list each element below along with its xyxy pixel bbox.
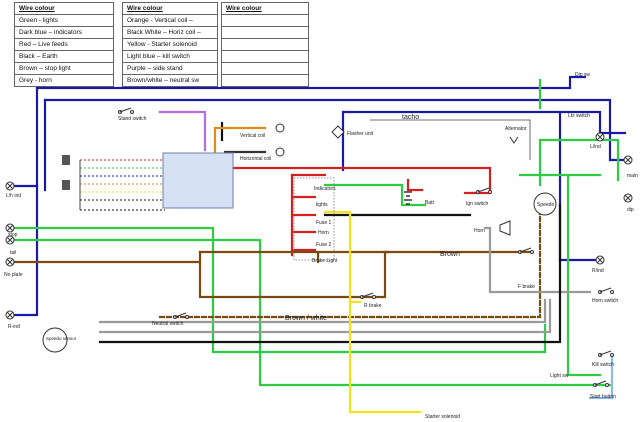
label-stop: stop — [8, 232, 18, 238]
label-horizontal-coil: Horizontal coil — [240, 156, 271, 162]
label-f-brake: F brake — [518, 284, 535, 290]
switch-icon — [476, 187, 492, 194]
label-speedo-sensor: Speedo sensor — [46, 336, 77, 341]
table-cell: Grey - horn — [14, 74, 114, 87]
label-horn-fuse: Horn — [318, 230, 329, 236]
label-dip-sw: Dip sw — [575, 72, 590, 78]
wire-orange — [213, 126, 267, 157]
label-tail: tail — [10, 250, 16, 256]
label-lights: lights — [316, 202, 328, 208]
switch-icon — [598, 287, 614, 294]
label-fuse1: Fuse 1 — [316, 220, 332, 226]
table-cell: Brown/white – neutral sw — [122, 74, 218, 87]
horn-icon — [499, 220, 511, 236]
bulb-icon — [623, 155, 633, 165]
switch-icon — [360, 292, 376, 299]
label-l-ind-right: L/ind — [590, 144, 601, 150]
wire-brown — [12, 250, 532, 299]
wire-red — [231, 166, 492, 257]
speedo-sensor-icon — [42, 327, 68, 353]
wire-dark-blue — [12, 75, 630, 317]
label-start-button: Start button — [590, 394, 616, 400]
wire-light-blue — [588, 353, 614, 400]
label-batt: Batt — [425, 200, 435, 206]
wire-colour-table-3: Wire colour — [221, 2, 309, 87]
bulb-icon — [275, 123, 285, 133]
label-flasher-unit: Flasher unit — [347, 131, 374, 137]
switch-icon — [173, 312, 189, 319]
label-kill-switch: Kill switch — [592, 362, 614, 368]
wire-purple — [158, 110, 207, 152]
label-horn-switch: Horn switch — [592, 298, 618, 304]
cdi-unit — [162, 152, 234, 209]
speedo-icon — [533, 192, 557, 216]
bulb-icon — [5, 223, 15, 233]
label-no-plate: No plate — [4, 272, 23, 278]
label-horn: Horn — [474, 228, 485, 234]
battery-icon — [404, 191, 412, 205]
label-vertical-coil: Vertical coil — [240, 133, 265, 139]
label-alternator: Alternator — [505, 126, 527, 132]
bulb-icon — [5, 257, 15, 267]
label-speedo: Speedo — [537, 202, 554, 208]
fuse-block — [293, 177, 335, 261]
tacho-outline — [370, 119, 531, 160]
label-r-brake: R brake — [364, 303, 382, 309]
flasher-icon — [331, 125, 345, 139]
label-brown-white: Brown / white — [285, 315, 327, 322]
label-light-sw: Light sw — [550, 373, 569, 379]
label-dip: dip — [627, 207, 634, 213]
switch-icon — [598, 350, 614, 357]
label-l-ind-left: L/h ind — [6, 193, 21, 199]
switch-icon — [118, 107, 134, 114]
label-indicators: Indicators — [314, 186, 336, 192]
bulb-icon — [5, 181, 15, 191]
bulb-icon — [623, 193, 633, 203]
pickup-connector — [62, 155, 70, 190]
bulb-icon — [595, 132, 605, 142]
table-cell — [221, 74, 309, 87]
label-lights-switch: Lts switch — [568, 113, 590, 119]
wire-brown-white — [158, 203, 542, 319]
wire-colour-table-1: Wire colour Green - lights Dark blue – i… — [14, 2, 114, 87]
label-main: main — [627, 173, 638, 179]
bulb-icons — [5, 123, 633, 320]
bulb-icon — [5, 235, 15, 245]
label-r-ind-left: R-ind — [8, 324, 20, 330]
wire-yellow — [323, 210, 422, 414]
label-tacho: tacho — [402, 114, 419, 121]
label-r-ind-right: R/ind — [592, 268, 604, 274]
bulb-icon — [275, 147, 285, 157]
switch-icons — [118, 107, 614, 387]
label-neutral-switch: Neutral switch — [152, 321, 184, 327]
label-ign-switch: Ign switch — [466, 201, 488, 207]
label-brown: Brown — [440, 251, 460, 258]
label-stand-switch: Stand switch — [118, 116, 147, 122]
bulb-icon — [595, 255, 605, 265]
label-starter-solenoid: Starter solenoid — [425, 414, 460, 420]
switch-icon — [518, 247, 534, 254]
label-brake-light: Brake Light — [312, 258, 338, 264]
bulb-icon — [5, 310, 15, 320]
alternator-icon — [509, 136, 519, 144]
wire-grey — [98, 226, 592, 334]
label-fuse2: Fuse 2 — [316, 242, 332, 248]
wire-colour-table-2: Wire colour Orange - Vertical coil – Bla… — [122, 2, 218, 87]
switch-icon — [593, 380, 609, 387]
